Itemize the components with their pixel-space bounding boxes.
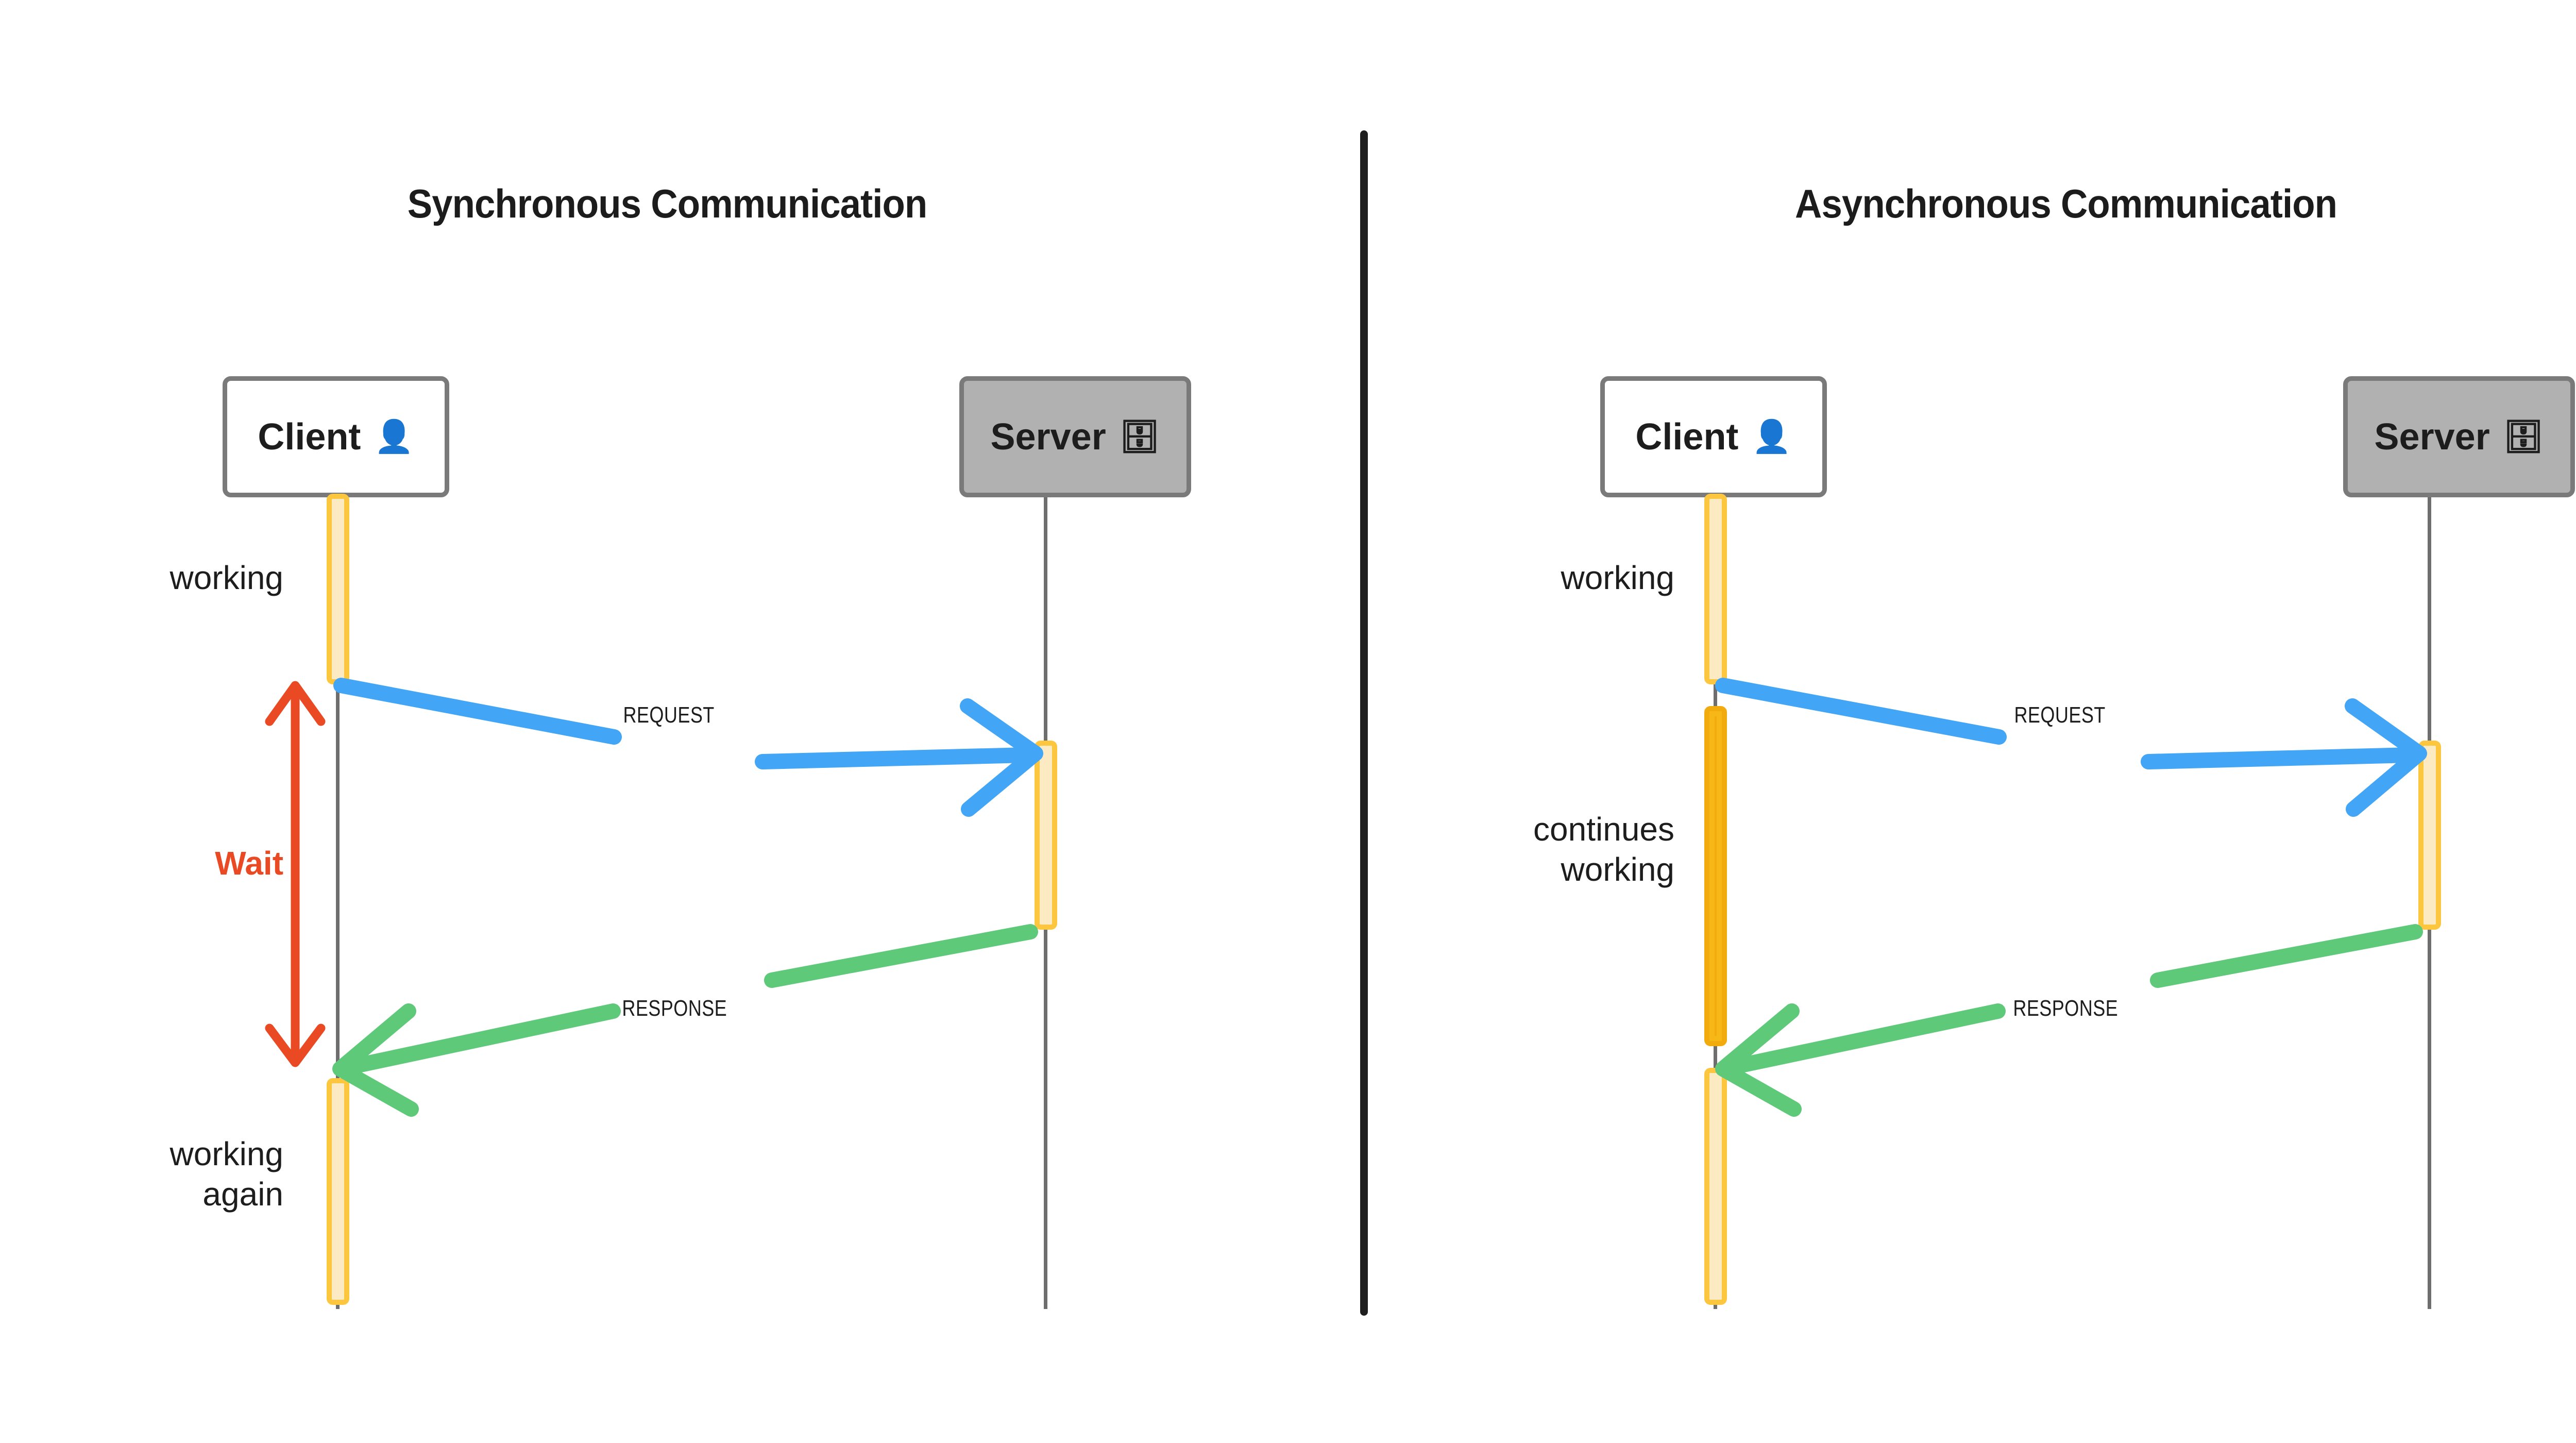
- lifeline-client-sync: [336, 495, 340, 1309]
- activation-client-sync-before: [327, 494, 349, 684]
- activation-client-async-busy: [1704, 706, 1727, 1046]
- actor-label-server-async: Server: [2374, 416, 2490, 458]
- server-icon: 🗄: [2503, 418, 2544, 455]
- message-label-response-async: RESPONSE: [2009, 996, 2123, 1021]
- activation-client-async-before: [1704, 494, 1727, 684]
- actor-label-client-sync: Client: [258, 416, 361, 458]
- side-label-working-again-sync: working again: [170, 1135, 283, 1213]
- side-label-wait-sync: Wait: [215, 845, 283, 882]
- panel-title-synchronous: Synchronous Communication: [407, 181, 927, 226]
- actor-client-async[interactable]: Client 👤: [1600, 376, 1827, 497]
- message-label-response-sync: RESPONSE: [618, 996, 732, 1021]
- activation-client-sync-after: [327, 1078, 349, 1305]
- panel-title-asynchronous: Asynchronous Communication: [1795, 181, 2337, 226]
- person-icon: 👤: [374, 418, 414, 455]
- actor-label-server-sync: Server: [990, 416, 1106, 458]
- actor-server-async[interactable]: Server 🗄: [2343, 376, 2575, 497]
- activation-server-async: [2418, 741, 2441, 930]
- activation-server-sync: [1035, 741, 1057, 930]
- side-label-working-async: working: [1561, 559, 1674, 596]
- activation-client-async-after: [1704, 1068, 1727, 1305]
- side-label-working-sync: working: [170, 559, 283, 596]
- person-icon: 👤: [1752, 418, 1792, 455]
- side-label-continues-working-async: continues working: [1533, 811, 1674, 888]
- server-icon: 🗄: [1119, 418, 1160, 455]
- message-label-request-sync: REQUEST: [619, 702, 719, 728]
- actor-label-client-async: Client: [1635, 416, 1739, 458]
- actor-server-sync[interactable]: Server 🗄: [959, 376, 1191, 497]
- panel-divider: [1360, 130, 1368, 1316]
- actor-client-sync[interactable]: Client 👤: [223, 376, 449, 497]
- message-label-request-async: REQUEST: [2010, 702, 2110, 728]
